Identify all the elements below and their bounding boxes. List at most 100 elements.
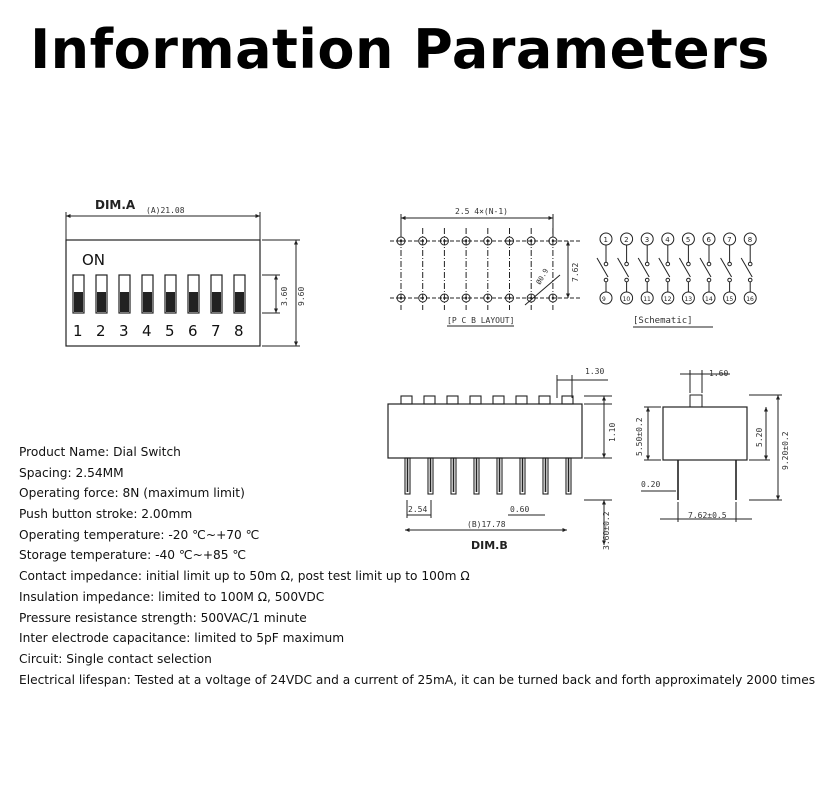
schematic-contact <box>665 277 671 283</box>
schematic-contact <box>706 261 712 267</box>
schematic-contact <box>624 261 629 267</box>
spec-item: Product Name: Dial Switch <box>19 445 181 459</box>
page-title: Information Parameters <box>30 18 770 81</box>
pcb-hole <box>396 293 406 303</box>
pcb-row-spacing: 7.62 <box>571 263 580 282</box>
dim-b-knob-height: 1.10 <box>608 423 617 442</box>
switch-slot <box>118 274 131 314</box>
switch-actuator <box>235 292 244 312</box>
side-total-dim: 9.20±0.2 <box>781 431 790 470</box>
switch-number: 4 <box>142 322 152 340</box>
schematic-contact <box>603 261 609 267</box>
schematic-switch-arm <box>678 257 691 278</box>
switch-number: 5 <box>165 322 175 340</box>
spec-item: Pressure resistance strength: 500VAC/1 m… <box>19 610 307 625</box>
switch-slot <box>187 274 200 314</box>
schematic-switch-arm <box>699 257 712 278</box>
pcb-hole-center <box>486 239 489 243</box>
schematic-number: 8 <box>748 236 752 244</box>
schematic-contact <box>644 261 650 267</box>
schematic-switch-arm <box>720 257 733 278</box>
spec-item: Contact impedance: initial limit up to 5… <box>19 569 470 584</box>
dim-b-knob <box>561 395 574 405</box>
pcb-hole <box>396 236 406 246</box>
schematic-contact <box>727 277 732 283</box>
dim-a-length: (A)21.08 <box>146 206 185 215</box>
schematic-terminal <box>743 291 757 305</box>
pcb-hole-center <box>486 296 489 300</box>
dim-b-length: (B)17.78 <box>467 520 506 529</box>
schematic-number: 6 <box>707 236 712 244</box>
schematic-number: 10 <box>623 296 631 303</box>
spec-item: Electrical lifespan: Tested at a voltage… <box>19 672 815 687</box>
switch-number: 2 <box>96 322 106 340</box>
schematic-number: 1 <box>604 236 608 244</box>
switch-actuator <box>166 292 175 312</box>
spec-item: Operating force: 8N (maximum limit) <box>19 486 245 501</box>
switch-actuator <box>74 292 83 312</box>
schematic-terminal <box>661 291 675 305</box>
pcb-hole <box>526 293 536 303</box>
schematic-number: 11 <box>643 296 651 303</box>
switch-slot <box>72 274 85 314</box>
pcb-hole-center <box>508 239 511 243</box>
pcb-hole-center <box>421 239 424 243</box>
pcb-hole-center <box>443 239 446 243</box>
dim-b-knob <box>400 395 413 405</box>
schematic-contact <box>603 277 609 283</box>
schematic-terminal <box>620 291 634 305</box>
schematic-switch-arm <box>740 257 753 278</box>
dim-a-switch-body <box>65 239 261 347</box>
pcb-hole-center <box>464 239 468 243</box>
pcb-hole <box>483 236 493 246</box>
pcb-hole <box>439 293 449 303</box>
schematic-number: 4 <box>665 236 670 244</box>
switch-number: 7 <box>211 322 221 340</box>
switch-number: 6 <box>188 322 198 340</box>
side-pin-dim: 0.20 <box>641 480 660 489</box>
pcb-hole <box>505 236 514 246</box>
dim-b-front-view: 1.30 1.10 3.60±0.2 2.54 0.60 (B)17.78 DI… <box>387 367 617 552</box>
pcb-pitch-label: 2.5 4×(N-1) <box>455 207 508 216</box>
schematic-terminal <box>640 291 654 305</box>
schematic-number: 3 <box>645 236 649 244</box>
switch-slot <box>141 274 154 314</box>
switch-actuator <box>189 292 198 312</box>
pcb-hole <box>505 293 514 303</box>
switch-number: 8 <box>234 322 244 340</box>
schematic-number: 14 <box>705 296 713 303</box>
switch-actuator <box>120 292 129 312</box>
schematic-number: 5 <box>686 236 690 244</box>
pcb-hole <box>526 236 536 246</box>
dim-b-knob <box>538 395 551 405</box>
side-view-body <box>662 406 748 461</box>
spec-item: Push button stroke: 2.00mm <box>19 507 193 522</box>
dim-a-on-label: ON <box>82 251 105 269</box>
schematic-switch-arm <box>596 257 609 278</box>
pcb-hole <box>461 293 471 303</box>
side-knob-dim: 1.60 <box>709 369 728 378</box>
schematic-number: 9 <box>602 296 606 303</box>
switch-number: 3 <box>119 322 129 340</box>
switch-actuator <box>212 292 221 312</box>
schematic-terminal <box>681 291 695 305</box>
schematic-number: 2 <box>624 236 628 244</box>
switch-number: 1 <box>73 322 83 340</box>
pcb-hole <box>483 293 493 303</box>
pcb-hole-center <box>399 239 403 243</box>
dim-b-knob <box>446 395 459 405</box>
pcb-layout: 2.5 4×(N-1) 7.62 Ø0.9 [P C B LAYOUT] <box>390 207 580 327</box>
dim-a-label: DIM.A <box>95 198 136 212</box>
schematic-number: 12 <box>664 296 672 303</box>
dim-b-knob-width: 1.30 <box>585 367 604 376</box>
pcb-hole <box>548 293 558 303</box>
schematic-contact <box>686 261 691 267</box>
spec-item: Insulation impedance: limited to 100M Ω,… <box>19 589 325 604</box>
dim-b-knob <box>515 395 528 405</box>
pcb-hole <box>418 293 428 303</box>
schematic-terminal <box>723 291 737 305</box>
switch-slot <box>233 274 246 314</box>
spec-item: Inter electrode capacitance: limited to … <box>19 631 345 646</box>
schematic-contact <box>727 261 732 267</box>
dim-b-pin-length: 3.60±0.2 <box>602 511 611 550</box>
